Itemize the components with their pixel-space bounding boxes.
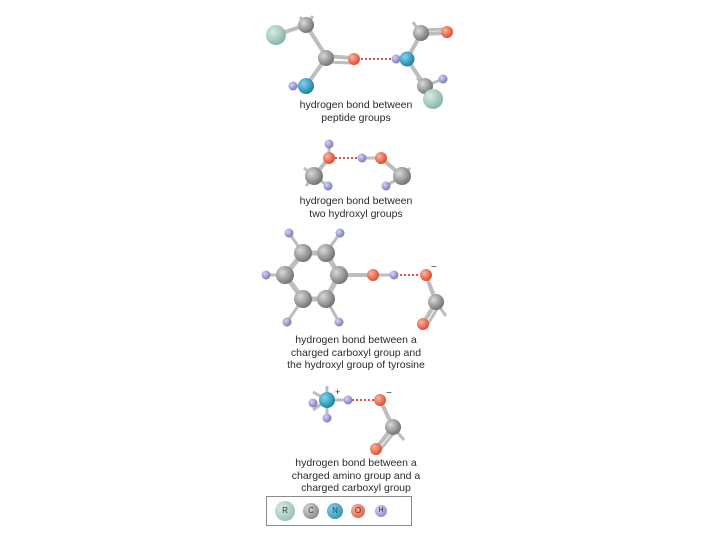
hydrogen-atom xyxy=(438,74,448,84)
hydrogen-atom xyxy=(322,413,332,423)
hydrogen-atom xyxy=(334,317,344,327)
hydrogen-atom xyxy=(323,181,333,191)
legend-oxygen: O xyxy=(351,504,365,518)
caption-tyrosine-carboxyl: hydrogen bond between a charged carboxyl… xyxy=(287,334,425,371)
negative-charge-sign: − xyxy=(431,262,437,273)
nitrogen-atom xyxy=(399,51,415,67)
oxygen-atom xyxy=(374,394,386,406)
carbon-atom xyxy=(318,50,334,66)
atom-legend: R C N O H xyxy=(266,496,412,526)
carbon-atom xyxy=(385,419,401,435)
hydrogen-atom xyxy=(343,395,353,405)
hydroxyl-groups-molecule xyxy=(303,139,412,191)
hydrogen-atom xyxy=(282,317,292,327)
hydrogen-atom xyxy=(308,398,318,408)
carbon-atom xyxy=(276,266,294,284)
caption-peptide-groups: hydrogen bond between peptide groups xyxy=(299,99,413,124)
tyrosine-carboxyl-molecule: − xyxy=(261,228,448,330)
hydrogen-atom xyxy=(335,228,345,238)
caption-amino-carboxyl: hydrogen bond between a charged amino gr… xyxy=(291,457,421,494)
oxygen-atom xyxy=(420,269,432,281)
oxygen-atom xyxy=(441,26,453,38)
oxygen-atom xyxy=(367,269,379,281)
hydrogen-atom xyxy=(284,228,294,238)
oxygen-atom xyxy=(370,443,382,455)
legend-hydrogen: H xyxy=(375,505,387,517)
oxygen-atom xyxy=(375,152,387,164)
carbon-atom xyxy=(317,290,335,308)
carbon-atom xyxy=(413,25,429,41)
legend-nitrogen: N xyxy=(327,503,343,519)
legend-carbon: C xyxy=(303,503,319,519)
oxygen-atom xyxy=(348,53,360,65)
carbon-atom xyxy=(393,167,411,185)
hydrogen-atom xyxy=(261,270,271,280)
hydrogen-atom xyxy=(381,181,391,191)
oxygen-atom xyxy=(417,318,429,330)
carbon-atom xyxy=(317,244,335,262)
hydrogen-atom xyxy=(288,81,298,91)
nitrogen-atom xyxy=(319,392,335,408)
carbon-atom xyxy=(305,167,323,185)
carbon-atom xyxy=(294,290,312,308)
carbon-atom xyxy=(294,244,312,262)
peptide-groups-molecule xyxy=(266,15,453,109)
hydrogen-atom xyxy=(357,153,367,163)
carbon-atom xyxy=(428,294,444,310)
r-group-atom xyxy=(266,25,286,45)
positive-charge-sign: + xyxy=(335,387,340,397)
oxygen-atom xyxy=(323,152,335,164)
legend-r-group: R xyxy=(275,501,295,521)
carbon-atom xyxy=(298,17,314,33)
hydrogen-atom xyxy=(324,139,334,149)
caption-hydroxyl-groups: hydrogen bond between two hydroxyl group… xyxy=(299,195,413,220)
hydrogen-atom xyxy=(389,270,399,280)
nitrogen-atom xyxy=(298,78,314,94)
r-group-atom xyxy=(423,89,443,109)
amino-carboxyl-molecule: + − xyxy=(308,386,406,455)
hydrogen-atom xyxy=(391,54,401,64)
negative-charge-sign: − xyxy=(386,388,392,399)
carbon-atom xyxy=(330,266,348,284)
